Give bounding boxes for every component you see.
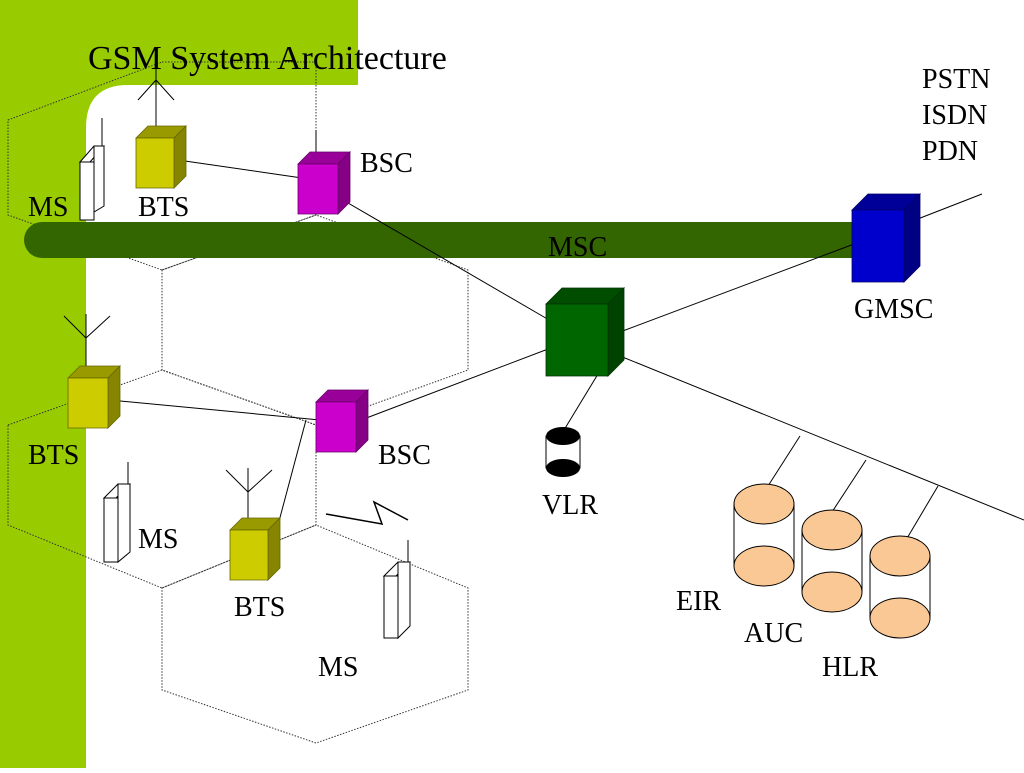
link-bts-left-bsc bbox=[109, 399, 321, 421]
bsc-top-icon bbox=[297, 151, 351, 215]
link-bus-auc bbox=[831, 459, 867, 513]
bts-bottom-label: BTS bbox=[234, 592, 286, 623]
sidebar-background bbox=[0, 0, 358, 768]
link-bts-top-bsc bbox=[177, 159, 303, 179]
ms-top-label: MS bbox=[28, 192, 69, 223]
bts-top-icon bbox=[135, 125, 187, 189]
connections bbox=[109, 159, 1024, 541]
link-bsc-mid-msc bbox=[347, 345, 557, 426]
ms-bottom-label: MS bbox=[318, 652, 359, 683]
bts-top-label: BTS bbox=[138, 192, 190, 223]
ms-icon bbox=[78, 145, 106, 221]
eir-label: EIR bbox=[676, 586, 722, 617]
link-bus-hlr bbox=[905, 485, 939, 541]
cell-top bbox=[7, 61, 317, 271]
msc-label: MSC bbox=[548, 232, 608, 263]
link-bsc-top-msc bbox=[335, 195, 557, 325]
page-title: GSM System Architecture bbox=[88, 40, 447, 77]
cell-grid bbox=[7, 61, 469, 744]
ms-mid-label: MS bbox=[138, 524, 179, 555]
cube-front-face bbox=[315, 401, 357, 453]
cell-center bbox=[161, 214, 469, 426]
mobile-stations bbox=[78, 145, 412, 640]
msc-icon bbox=[545, 287, 625, 377]
link-msc-databases bbox=[619, 355, 1024, 521]
link-bus-eir bbox=[767, 435, 801, 487]
antenna-icon bbox=[63, 314, 111, 368]
bsc-top-label: BSC bbox=[360, 148, 413, 179]
cube-side-face bbox=[607, 287, 625, 377]
hlr-database-icon bbox=[869, 535, 931, 639]
cube-front-face bbox=[545, 303, 609, 377]
pdn-label: PDN bbox=[922, 136, 979, 167]
bts-left-label: BTS bbox=[28, 440, 80, 471]
radio-link-icon bbox=[325, 500, 409, 525]
link-msc-vlr bbox=[563, 373, 599, 431]
network-backbone bbox=[24, 222, 874, 258]
eir-database-icon bbox=[733, 483, 795, 587]
cube-front-face bbox=[229, 529, 269, 581]
gmsc-label: GMSC bbox=[854, 294, 934, 325]
cell-bottom bbox=[161, 524, 469, 744]
bts-bottom-icon bbox=[229, 517, 281, 581]
ms-icon bbox=[382, 561, 412, 640]
hlr-label: HLR bbox=[822, 652, 878, 683]
cube-front-face bbox=[851, 209, 905, 283]
link-gmsc-pstn bbox=[909, 193, 983, 223]
cube-side-face bbox=[903, 193, 921, 283]
antenna-icon bbox=[137, 62, 175, 130]
vlr-database-icon bbox=[545, 427, 581, 477]
antenna-icon bbox=[225, 468, 273, 522]
auc-database-icon bbox=[801, 509, 863, 613]
bts-left-icon bbox=[67, 365, 121, 429]
link-msc-gmsc bbox=[619, 237, 871, 333]
gmsc-icon bbox=[851, 193, 921, 283]
vlr-label: VLR bbox=[542, 490, 598, 521]
bsc-mid-label: BSC bbox=[378, 440, 431, 471]
cube-front-face bbox=[67, 377, 109, 429]
isdn-label: ISDN bbox=[922, 100, 988, 131]
auc-label: AUC bbox=[744, 618, 804, 649]
cube-front-face bbox=[135, 137, 175, 189]
databases bbox=[733, 483, 931, 639]
ms-icon bbox=[102, 483, 132, 564]
pstn-label: PSTN bbox=[922, 64, 991, 95]
cube-front-face bbox=[297, 163, 339, 215]
bsc-mid-icon bbox=[315, 389, 369, 453]
